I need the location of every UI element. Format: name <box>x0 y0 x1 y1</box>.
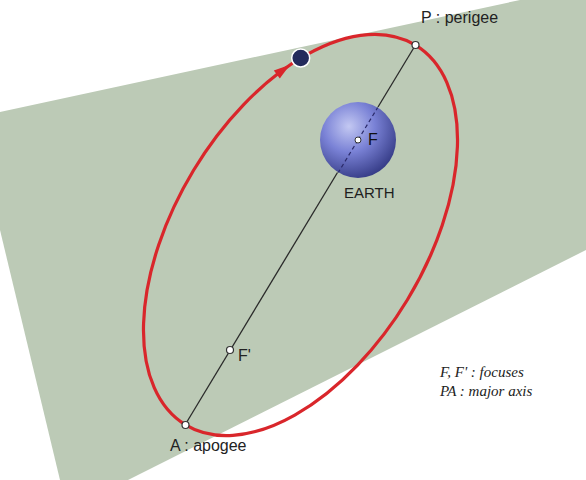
hidden-axis <box>338 140 358 173</box>
perigee-point <box>412 42 419 49</box>
focus-point <box>227 347 234 354</box>
earth-disc <box>320 102 396 178</box>
satellite <box>292 49 310 67</box>
direction-arrow <box>274 65 290 79</box>
orbit-ellipse <box>79 0 523 480</box>
legend-note: F, F' : focuses <box>440 364 524 381</box>
focus-point <box>355 137 361 143</box>
major-axis <box>378 45 416 107</box>
earth-node: F EARTH <box>318 100 398 204</box>
point-label: A : apogee <box>170 437 247 455</box>
focus-label: F <box>368 131 378 149</box>
focus-label: F' <box>238 347 251 365</box>
major-axis <box>185 173 338 426</box>
earth-sphere <box>318 100 398 180</box>
body-label: EARTH <box>344 184 395 201</box>
point-label: P : perigee <box>421 9 498 27</box>
apogee-point <box>182 422 189 429</box>
legend-note: PA : major axis <box>440 383 532 400</box>
